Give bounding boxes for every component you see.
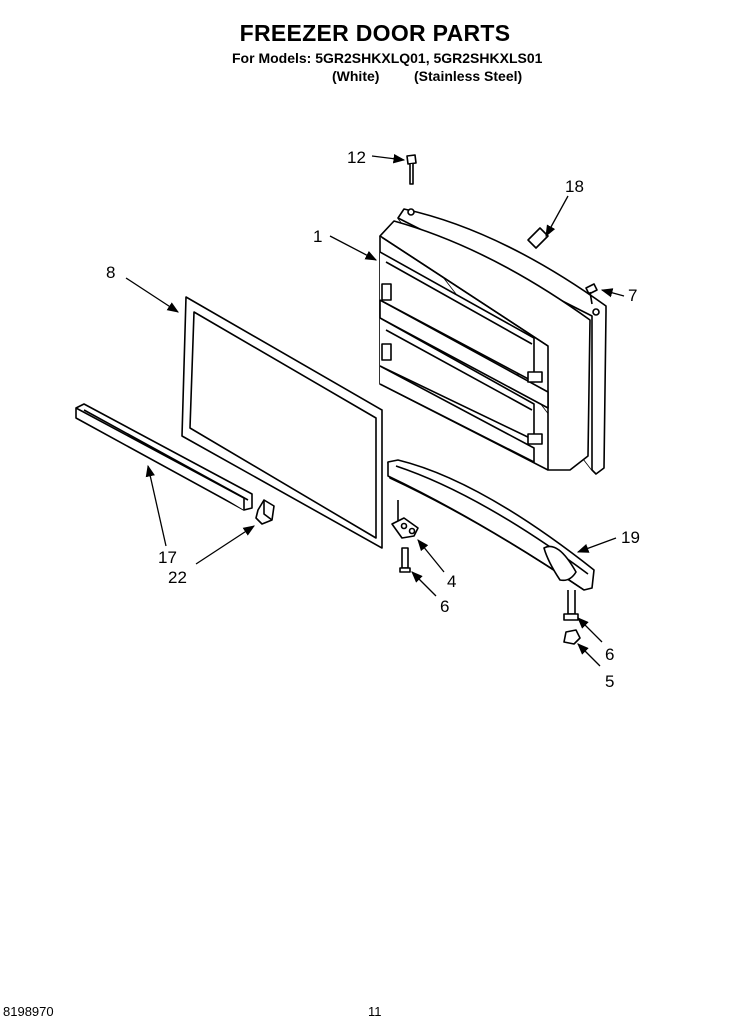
callout-19: 19	[621, 528, 640, 547]
label-part	[527, 227, 549, 249]
leader-6b	[577, 617, 603, 643]
page-number: 11	[368, 1004, 382, 1019]
nut-part	[563, 629, 581, 645]
leader-18	[545, 195, 569, 238]
hinge-bracket-part	[387, 459, 595, 591]
callout-17: 17	[158, 548, 177, 567]
callout-12: 12	[347, 148, 366, 167]
callout-6a: 6	[440, 597, 449, 616]
callout-22: 22	[168, 568, 187, 587]
leader-17	[145, 464, 167, 547]
leader-22	[195, 525, 255, 565]
screw-bottom-part	[563, 590, 579, 621]
screw-top-part	[406, 154, 417, 185]
leader-4	[417, 539, 445, 573]
callout-18: 18	[565, 177, 584, 196]
leader-1	[329, 235, 378, 261]
callout-8: 8	[106, 263, 115, 282]
callout-6b: 6	[605, 645, 614, 664]
trim-strip-part	[75, 403, 253, 511]
leader-8	[125, 277, 179, 313]
variant-stainless: (Stainless Steel)	[414, 68, 523, 84]
door-liner-part	[379, 208, 607, 475]
callout-5: 5	[605, 672, 614, 691]
document-number: 8198970	[3, 1004, 54, 1019]
hinge-pin-part	[391, 500, 419, 539]
variant-white: (White)	[332, 68, 380, 84]
leader-19	[576, 537, 617, 553]
callout-1: 1	[313, 227, 322, 246]
door-gasket-part	[181, 296, 383, 549]
callout-7: 7	[628, 286, 637, 305]
model-numbers: For Models: 5GR2SHKXLQ01, 5GR2SHKXLS01	[232, 50, 543, 66]
leader-12	[371, 154, 406, 164]
leader-7	[600, 288, 625, 298]
screw-hinge-part	[399, 547, 411, 573]
end-cap-part	[255, 499, 275, 525]
page-title: FREEZER DOOR PARTS	[239, 20, 511, 46]
screw-side-part	[585, 283, 598, 305]
leader-5	[577, 643, 601, 667]
leader-6a	[411, 571, 437, 597]
callout-4: 4	[447, 572, 456, 591]
